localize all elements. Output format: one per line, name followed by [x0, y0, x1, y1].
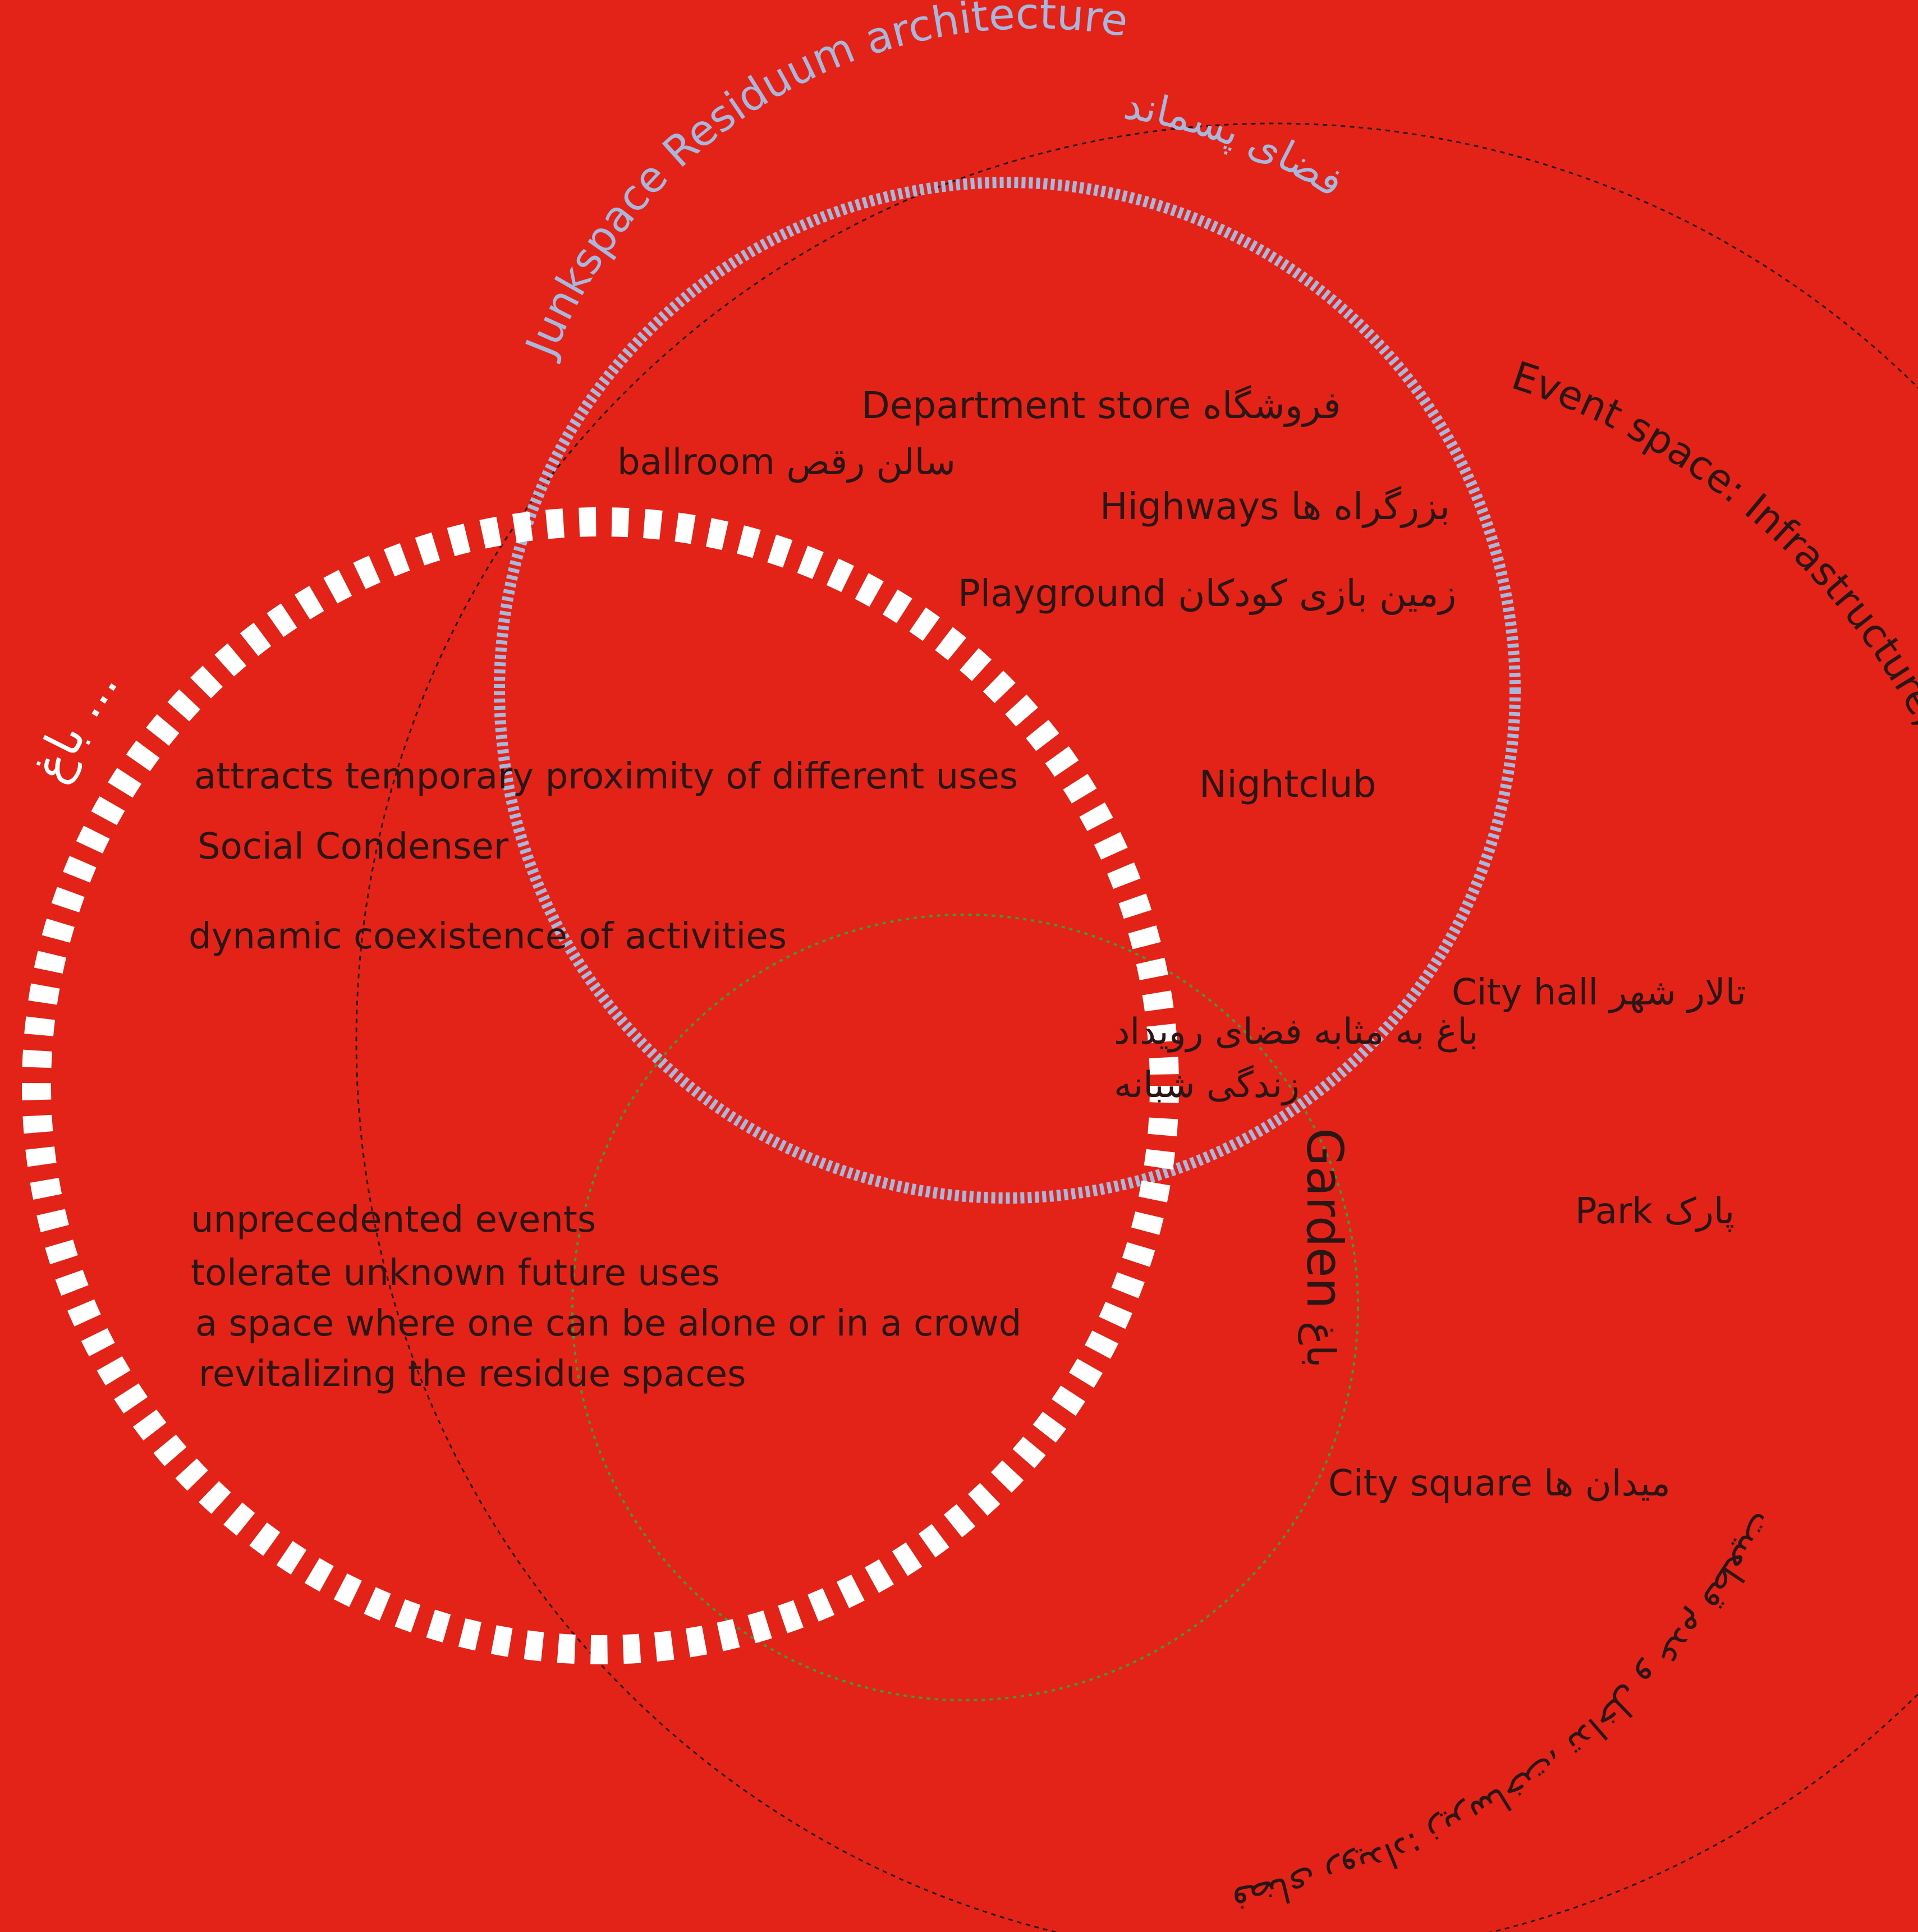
- label-nightclub: Nightclub: [1199, 763, 1376, 806]
- garden-circle: [571, 914, 1359, 1701]
- label-social-condenser: Social Condenser: [198, 826, 509, 868]
- label-alone-crowd: a space where one can be alone or in a c…: [195, 1303, 1021, 1344]
- label-ballroom: ballroom سالن رقص: [617, 442, 956, 483]
- label-tolerate: tolerate unknown future uses: [191, 1252, 720, 1294]
- label-playground: Playground زمین بازی کودکان: [958, 572, 1456, 615]
- event-space-circle: [355, 122, 1918, 1932]
- white-ring-circle: [22, 507, 1179, 1664]
- label-city-hall: City hall تالار شهر: [1452, 972, 1746, 1013]
- label-park: Park پارک: [1575, 1191, 1735, 1232]
- label-highways: Highways بزرگراه ها: [1100, 485, 1450, 528]
- label-department-store: Department store فروشگاه: [861, 384, 1341, 427]
- garden-title: Garden: [1296, 1128, 1353, 1309]
- label-attracts: attracts temporary proximity of differen…: [194, 756, 1018, 797]
- label-revitalizing: revitalizing the residue spaces: [199, 1353, 746, 1395]
- label-city-square: City square میدان ها: [1328, 1463, 1671, 1504]
- label-center-fa-1: باغ به مثابه فضای رویداد: [1114, 1011, 1478, 1053]
- label-unprecedented: unprecedented events: [191, 1199, 596, 1241]
- garden-title-fa: باغ: [1298, 1321, 1344, 1368]
- label-dynamic: dynamic coexistence of activities: [189, 916, 787, 957]
- junkspace-circle: [494, 177, 1521, 1204]
- label-center-fa-2: زندگی شبانه: [1114, 1064, 1300, 1106]
